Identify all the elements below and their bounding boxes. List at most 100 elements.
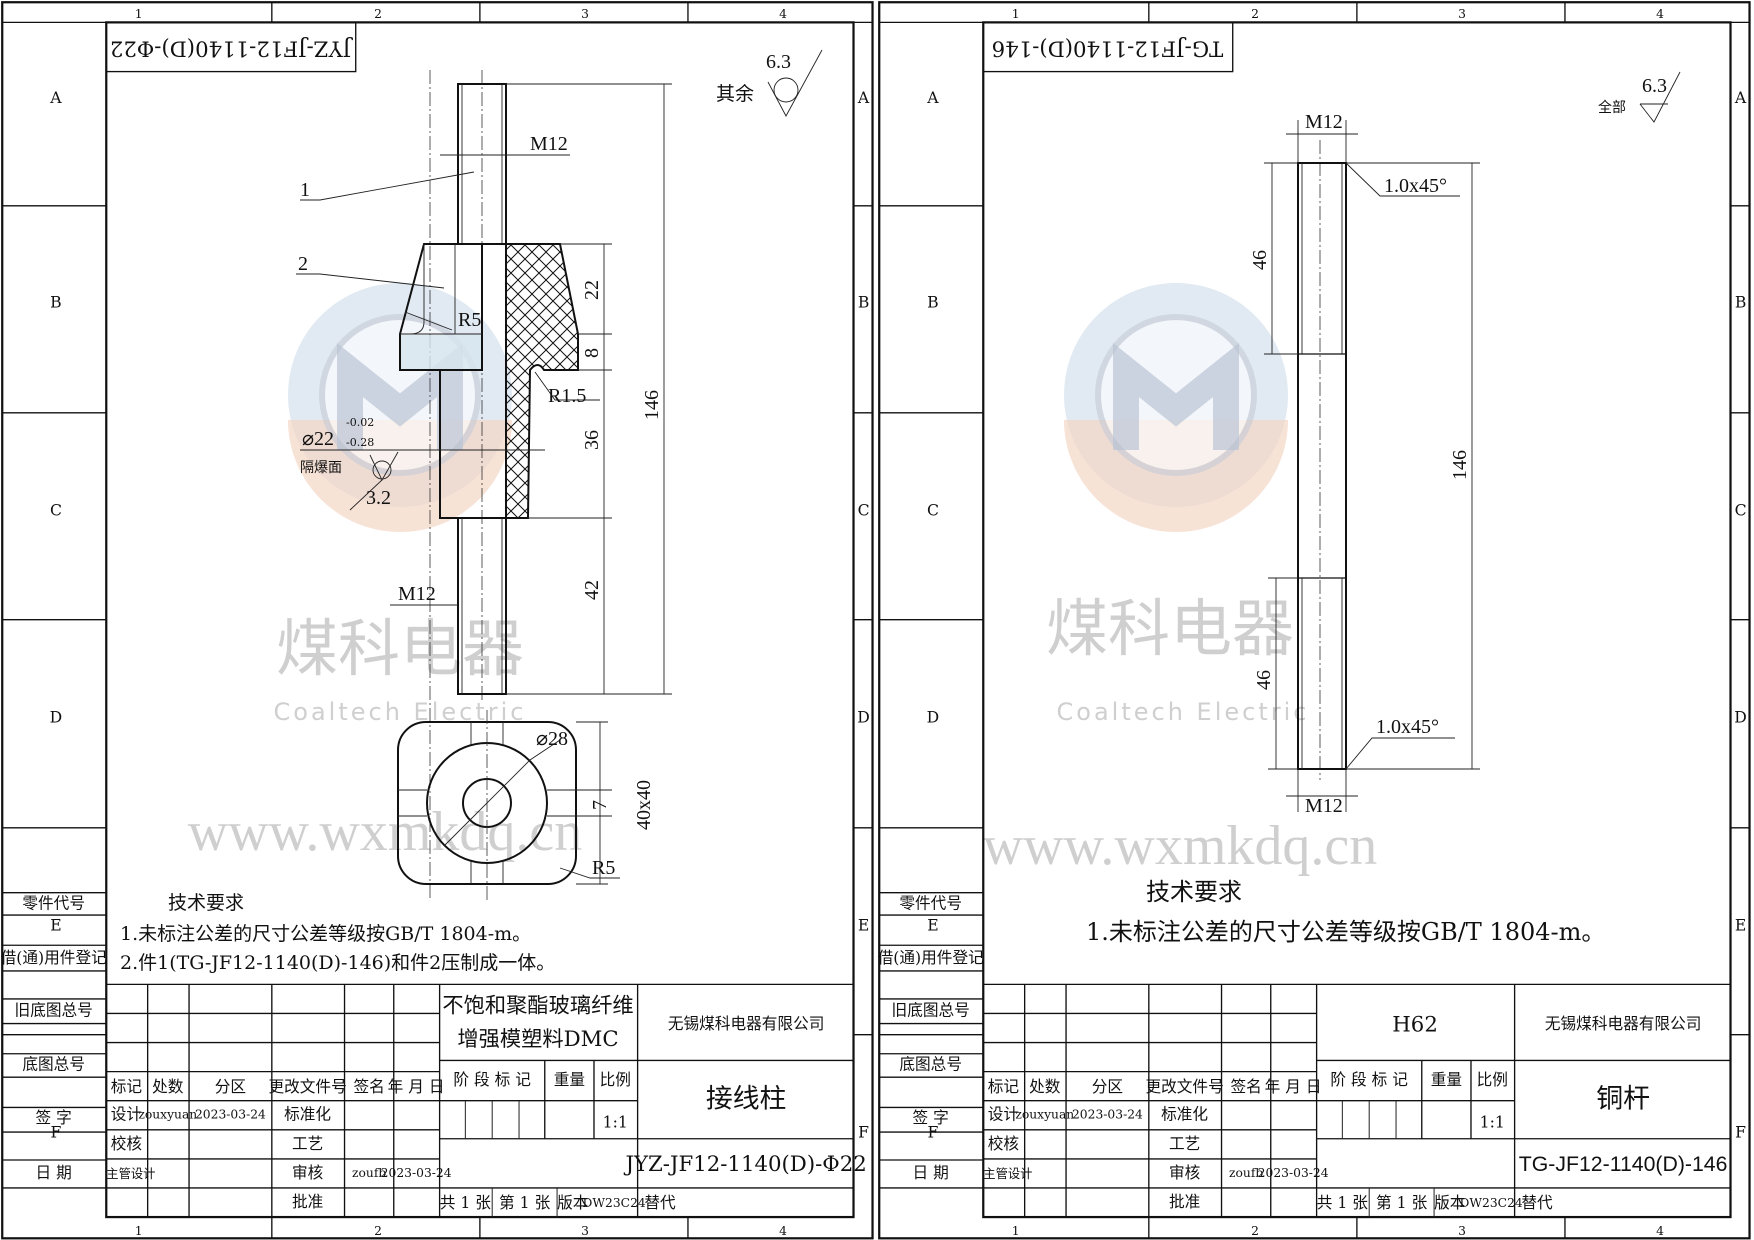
chief-designer-label: 主管设计 [983, 1166, 1032, 1181]
design-date: 2023-03-24 [195, 1108, 266, 1122]
column-header: 分区 [1092, 1077, 1123, 1096]
dim-8: 8 [581, 348, 603, 358]
weight-label: 重量 [1431, 1070, 1462, 1089]
explosion-face-label: 隔爆面 [300, 460, 342, 476]
chamfer-bottom-label: 1.0x45° [1376, 716, 1439, 738]
standardization-label: 标准化 [284, 1105, 331, 1124]
company-name: 无锡煤科电器有限公司 [668, 1014, 825, 1033]
tech-requirements-title: 技术要求 [168, 892, 244, 914]
material: H62 [1392, 1012, 1438, 1037]
side-label: 借(通)用件登记 [878, 948, 984, 967]
tech-note-1: 1.未标注公差的尺寸公差等级按GB/T 1804-m。 [120, 923, 531, 945]
scale-label: 比例 [1477, 1070, 1508, 1089]
roughness-label: 其余 [716, 83, 754, 105]
column-header: 更改文件号 [1145, 1077, 1223, 1096]
watermark-en: Coaltech Electric [1057, 698, 1310, 726]
tolerance-upper: -0.02 [346, 416, 374, 429]
row-label: D [50, 708, 63, 727]
approve-label: 批准 [292, 1192, 323, 1211]
row-label: B [858, 293, 870, 312]
column-header: 处数 [152, 1077, 184, 1096]
side-label: 旧底图总号 [892, 1001, 970, 1020]
column-label: 3 [1458, 1224, 1466, 1238]
design-label: 设计 [111, 1105, 142, 1124]
review-label: 审核 [292, 1163, 324, 1182]
column-header: 签名 [353, 1077, 384, 1096]
column-label: 1 [135, 7, 143, 21]
scale-label: 比例 [600, 1070, 631, 1089]
column-label: 1 [135, 1224, 143, 1238]
column-label: 4 [1656, 7, 1664, 21]
watermark-right: 煤科电器 Coaltech Electric www.wxmkdq.cn [983, 283, 1377, 877]
designer-name: zouxyuan [1015, 1108, 1074, 1122]
row-label: B [927, 293, 939, 312]
stage-label: 阶 段 标 记 [453, 1070, 531, 1089]
row-label: E [927, 916, 938, 935]
m12-bottom-label: M12 [398, 583, 436, 605]
material-line-1: 不饱和聚酯玻璃纤维 [442, 993, 633, 1018]
row-label: A [926, 88, 939, 107]
check-label: 校核 [988, 1134, 1020, 1153]
side-label: 日 期 [913, 1163, 949, 1182]
sheets-total: 共 1 张 [1317, 1193, 1369, 1212]
column-label: 3 [1458, 7, 1466, 21]
replace-label: 替代 [1521, 1193, 1553, 1212]
dim-40x40: 40x40 [633, 780, 655, 830]
row-label: C [927, 501, 939, 520]
column-label: 3 [581, 1224, 589, 1238]
column-label: 4 [779, 1224, 787, 1238]
part-drawing-terminal-post: 1 2 R5 M12 22 8 36 42 146 R1.5 ⌀22 -0.02… [120, 49, 823, 974]
column-label: 1 [1012, 1224, 1020, 1238]
column-header: 标记 [988, 1077, 1020, 1096]
drawing-code: JYZ-JF12-1140(D)-Φ22 [623, 1152, 866, 1177]
column-header: 年 月 日 [1265, 1077, 1322, 1096]
tech-note-1: 1.未标注公差的尺寸公差等级按GB/T 1804-m。 [1086, 918, 1605, 946]
roughness-label: 全部 [1598, 99, 1626, 116]
row-label: D [1734, 708, 1747, 727]
r5-bottom-label: R5 [592, 857, 615, 879]
roughness-3.2: 3.2 [366, 487, 391, 509]
design-label: 设计 [988, 1105, 1019, 1124]
dim-46-top: 46 [1249, 250, 1271, 270]
side-label: 日 期 [36, 1163, 72, 1182]
column-header: 分区 [215, 1077, 246, 1096]
row-label: D [927, 708, 940, 727]
dim-42: 42 [581, 580, 603, 600]
m12-top-label: M12 [530, 133, 568, 155]
column-label: 1 [1012, 7, 1020, 21]
check-label: 校核 [111, 1134, 143, 1153]
column-label: 4 [1656, 1224, 1664, 1238]
roughness-symbol-icon [767, 49, 823, 117]
row-label: E [1735, 916, 1746, 935]
column-header: 签名 [1230, 1077, 1261, 1096]
part-name: 铜杆 [1596, 1083, 1650, 1114]
version-value: DW23C24 [583, 1196, 646, 1210]
roughness-symbol-icon [1639, 71, 1681, 123]
mirrored-drawing-number: JYZ-JF12-1140(D)-Φ22 [110, 35, 353, 60]
side-label: 旧底图总号 [15, 1001, 93, 1020]
roughness-value: 6.3 [766, 51, 791, 73]
outer-border [878, 1, 1751, 1240]
version-label: 版本 [557, 1193, 589, 1212]
column-label: 2 [1251, 7, 1259, 21]
design-date: 2023-03-24 [1072, 1108, 1143, 1122]
row-label: C [858, 501, 870, 520]
tech-note-2: 2.件1(TG-JF12-1140(D)-146)和件2压制成一体。 [120, 952, 555, 974]
dim-7: 7 [589, 800, 611, 810]
mirrored-drawing-number: TG-JF12-1140(D)-146 [992, 35, 1224, 60]
r5-label: R5 [458, 309, 481, 331]
item-2-label: 2 [298, 253, 308, 275]
column-header: 处数 [1029, 1077, 1061, 1096]
row-label: C [50, 501, 62, 520]
m12-bottom-label: M12 [1305, 795, 1343, 817]
tolerance-lower: -0.28 [346, 436, 374, 449]
dia28-label: ⌀28 [536, 728, 568, 750]
dia22-label: ⌀22 [302, 428, 334, 450]
material-line-2: 增强模塑料DMC [457, 1027, 618, 1052]
side-label: 零件代号 [22, 893, 85, 912]
dim-146: 146 [1449, 450, 1471, 480]
review-date: 2023-03-24 [381, 1166, 452, 1180]
part-name: 接线柱 [706, 1083, 786, 1114]
sheet-number: 第 1 张 [499, 1193, 551, 1212]
column-label: 4 [779, 7, 787, 21]
